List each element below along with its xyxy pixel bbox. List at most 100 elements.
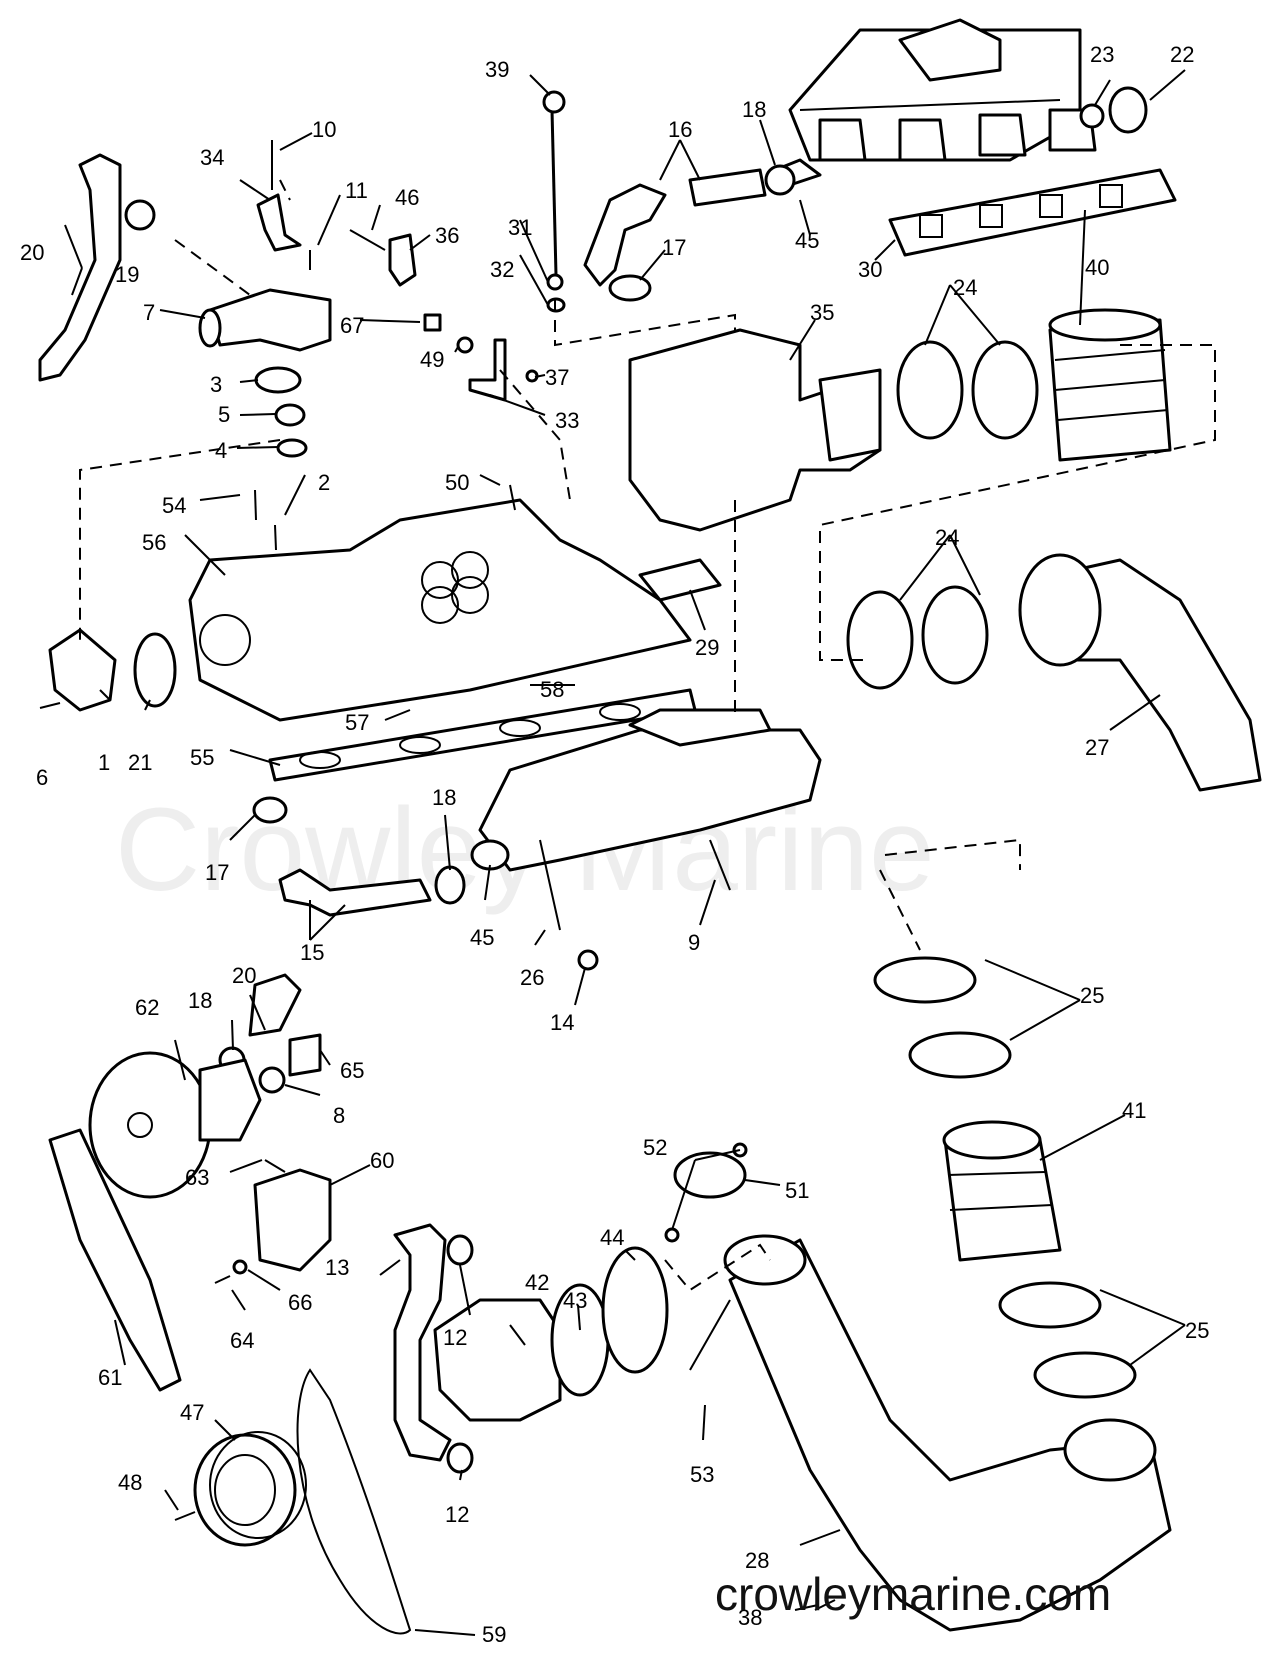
callout-9: 9 (688, 930, 700, 955)
callout-67: 67 (340, 313, 364, 338)
hose-16b (688, 168, 767, 207)
manifold-gasket-upper (888, 168, 1177, 257)
bellows-41 (942, 1120, 1062, 1262)
pump-62 (88, 1051, 262, 1199)
callout-61: 61 (98, 1365, 122, 1390)
bolt-46 (349, 229, 386, 251)
belt-61 (48, 1128, 182, 1392)
clamp-25d (1033, 1351, 1137, 1399)
clamp-12-upper (446, 1234, 474, 1266)
sleeve-22 (1108, 86, 1148, 134)
leader-lines (64, 69, 1186, 1636)
exhaust-pipe-27 (1018, 553, 1262, 792)
clamp-25a (873, 956, 977, 1004)
gasket-21 (133, 632, 177, 708)
hose-65 (288, 1033, 322, 1077)
callout-18-upper: 18 (742, 97, 766, 122)
callout-17-lower: 17 (205, 860, 229, 885)
stud-26 (539, 839, 561, 931)
callout-19: 19 (115, 262, 139, 287)
exhaust-manifold-upper (773, 18, 1097, 187)
callout-48: 48 (118, 1470, 142, 1495)
bolt-48 (174, 1511, 196, 1521)
callout-52: 52 (643, 1135, 667, 1160)
gasket-44 (601, 1246, 669, 1374)
callout-21: 21 (128, 750, 152, 775)
callout-60: 60 (370, 1148, 394, 1173)
bellows-40 (1048, 308, 1172, 462)
callout-49: 49 (420, 347, 444, 372)
bolt-63 (264, 1159, 286, 1173)
clamp-17-lower (252, 796, 288, 824)
exhaust-manifold-lower (470, 708, 822, 872)
callout-5: 5 (218, 402, 230, 427)
callout-25-upper: 25 (1080, 983, 1104, 1008)
callout-20: 20 (20, 240, 44, 265)
clamp-24d (921, 585, 989, 685)
callout-22: 22 (1170, 42, 1194, 67)
intake-manifold (188, 498, 692, 722)
callout-18-lower: 18 (188, 988, 212, 1013)
callout-25-lower: 25 (1185, 1318, 1209, 1343)
callout-3: 3 (210, 372, 222, 397)
clamp-24a (896, 340, 964, 440)
bolt-38 (814, 1599, 836, 1611)
callout-30: 30 (858, 257, 882, 282)
clamp-12-lower (446, 1442, 474, 1474)
callout-46: 46 (395, 185, 419, 210)
hose-15 (278, 868, 432, 917)
belt-59 (296, 1368, 412, 1635)
callout-36: 36 (435, 223, 459, 248)
callout-23: 23 (1090, 42, 1114, 67)
callout-28: 28 (745, 1548, 769, 1573)
clamp-24c (846, 590, 914, 690)
callout-4: 4 (215, 438, 227, 463)
callout-14: 14 (550, 1010, 574, 1035)
hose-20-lower (248, 973, 302, 1037)
callout-6: 6 (36, 765, 48, 790)
tube-53 (689, 1299, 731, 1371)
clip-67 (423, 313, 442, 332)
clamp-18-upper (764, 164, 796, 196)
callout-10: 10 (312, 117, 336, 142)
callout-57: 57 (345, 710, 369, 735)
clamp-18-mid (434, 865, 466, 905)
bolt-49 (456, 336, 474, 354)
bracket-33 (468, 338, 507, 402)
callout-7: 7 (143, 300, 155, 325)
callout-24-upper: 24 (953, 275, 977, 300)
bolt-6 (39, 702, 61, 709)
clamp-23 (1079, 103, 1105, 129)
bolt-2 (274, 524, 277, 551)
stud-39 (550, 109, 558, 276)
callout-24-lower: 24 (935, 525, 959, 550)
callout-37: 37 (545, 365, 569, 390)
washer-31 (546, 273, 564, 291)
callout-41: 41 (1122, 1098, 1146, 1123)
callout-62: 62 (135, 995, 159, 1020)
stud-50 (509, 484, 516, 511)
callout-16: 16 (668, 117, 692, 142)
callout-44: 44 (600, 1225, 624, 1250)
hose-16a (583, 183, 667, 287)
callout-59: 59 (482, 1622, 506, 1647)
callout-38: 38 (738, 1605, 762, 1630)
callout-58: 58 (540, 677, 564, 702)
callout-35: 35 (810, 300, 834, 325)
exhaust-gasket-29 (638, 558, 722, 602)
bolt-52b (664, 1227, 680, 1243)
riser-elbow (628, 328, 882, 532)
clamp-8 (258, 1066, 286, 1094)
clip-36 (388, 233, 417, 287)
hose-20-upper (38, 153, 122, 382)
bolt-9 (709, 839, 731, 891)
callout-45-lower: 45 (470, 925, 494, 950)
callout-55: 55 (190, 745, 214, 770)
callout-18-mid: 18 (432, 785, 456, 810)
callout-42: 42 (525, 1270, 549, 1295)
exhaust-pipe-28 (723, 1234, 1172, 1632)
callout-1: 1 (98, 750, 110, 775)
callout-12-lower: 12 (445, 1502, 469, 1527)
clamp-19 (124, 199, 156, 231)
